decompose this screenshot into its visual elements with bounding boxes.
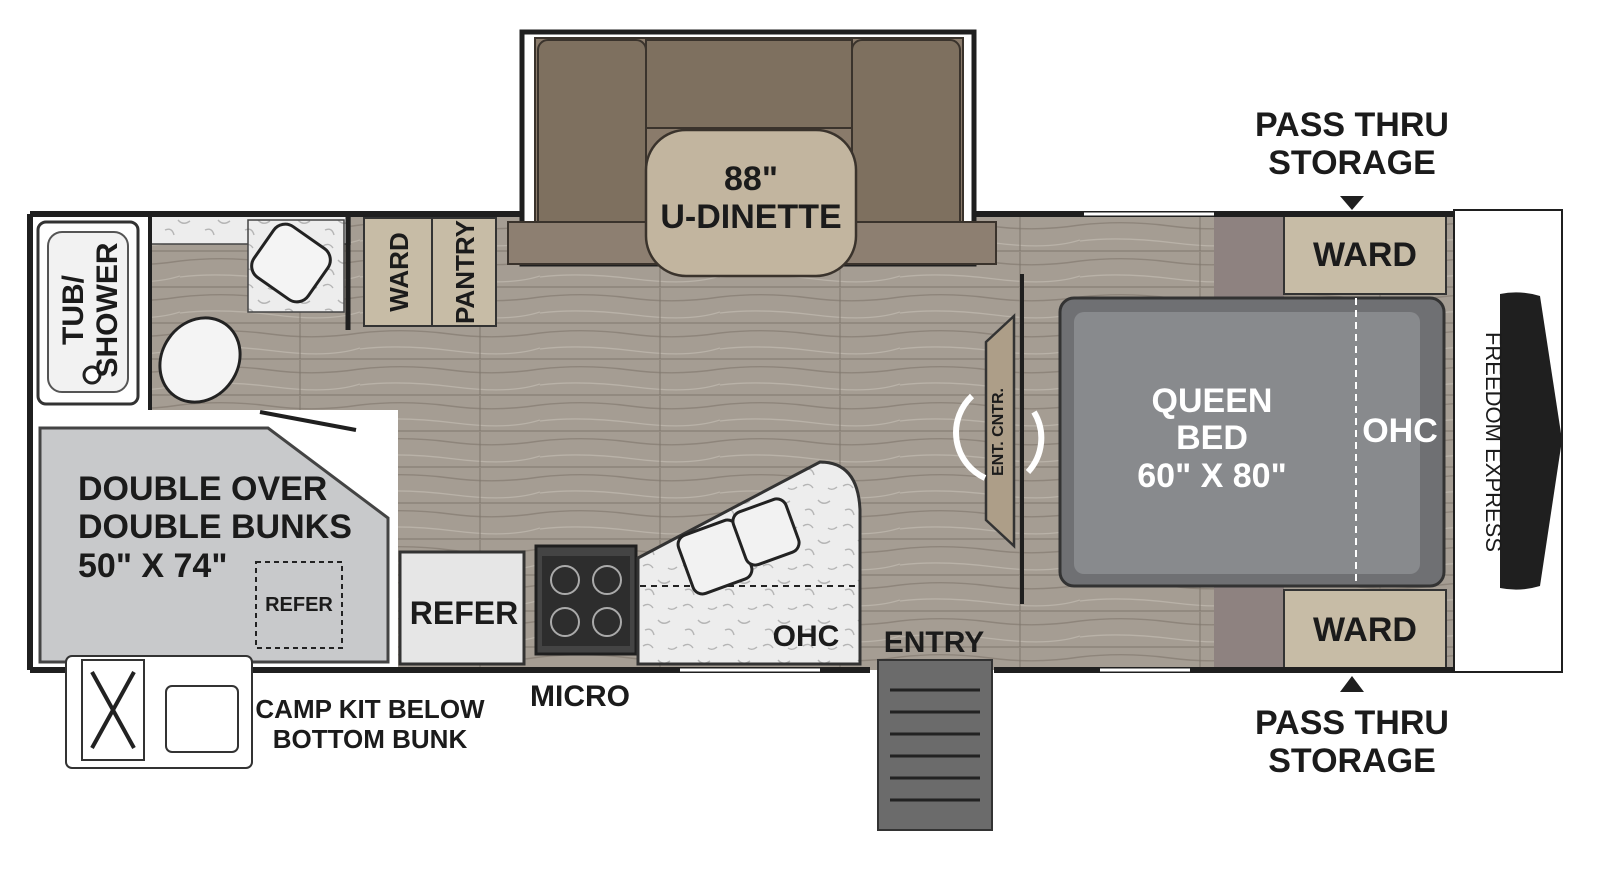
pass-thru-bottom-label-1: PASS THRU bbox=[1255, 704, 1449, 742]
refer-outline-label: REFER bbox=[265, 594, 333, 616]
bed-ohc-label: OHC bbox=[1362, 412, 1438, 450]
brand-label: FREEDOM EXPRESS bbox=[1481, 332, 1506, 552]
camp-kit-label-1: CAMP KIT BELOW bbox=[255, 694, 485, 724]
camp-sink bbox=[165, 685, 239, 753]
entertainment-center bbox=[984, 313, 1016, 549]
ent-cntr-label: ENT. CNTR. bbox=[990, 388, 1007, 476]
ward-top-label: WARD bbox=[1313, 236, 1417, 274]
kitchen-sink-right bbox=[731, 497, 801, 567]
bunks bbox=[30, 410, 398, 668]
swivel-arrow-icon bbox=[953, 393, 1045, 481]
bath-ward-cabinet bbox=[363, 217, 433, 327]
dinette-label: U-DINETTE bbox=[660, 198, 841, 236]
dinette-slide bbox=[507, 29, 997, 278]
ward-bottom-label: WARD bbox=[1313, 611, 1417, 649]
bunks-label-1: DOUBLE OVER bbox=[78, 470, 327, 508]
bathroom bbox=[30, 213, 351, 412]
pass-thru-bottom-label-2: STORAGE bbox=[1268, 742, 1436, 780]
pantry-label: PANTRY bbox=[450, 220, 480, 324]
bunks-label-2: DOUBLE BUNKS bbox=[78, 508, 352, 546]
bunks-label-3: 50" X 74" bbox=[78, 547, 227, 585]
pass-thru-top-arrow-icon bbox=[1340, 196, 1364, 210]
kitchen-ohc-label: OHC bbox=[773, 620, 840, 653]
tub-shower-label-2: SHOWER bbox=[91, 242, 124, 377]
micro-label: MICRO bbox=[530, 680, 630, 713]
pantry-cabinet bbox=[431, 217, 497, 327]
stove bbox=[534, 544, 638, 656]
entry-label: ENTRY bbox=[884, 626, 985, 659]
bath-ward-label: WARD bbox=[384, 232, 414, 311]
tub-shower-label-1: TUB/ bbox=[57, 274, 90, 345]
camp-kit-label-2: BOTTOM BUNK bbox=[273, 724, 468, 754]
front-cap bbox=[1453, 209, 1563, 673]
refrigerator bbox=[398, 550, 526, 666]
ward-bottom bbox=[1283, 589, 1447, 669]
dinette-table bbox=[644, 128, 858, 278]
bed-label-1: QUEEN bbox=[1152, 382, 1273, 420]
bath-sink bbox=[250, 222, 332, 304]
queen-bed bbox=[1058, 296, 1446, 588]
pass-thru-top-label-2: STORAGE bbox=[1268, 144, 1436, 182]
refer-outline bbox=[255, 561, 343, 649]
pass-thru-bottom-arrow-icon bbox=[1340, 676, 1364, 692]
entry-steps[interactable] bbox=[877, 659, 993, 831]
toilet bbox=[158, 316, 242, 404]
refer-label: REFER bbox=[410, 595, 518, 631]
bed-label-3: 60" X 80" bbox=[1137, 457, 1286, 495]
camp-stove-burners-icon bbox=[90, 671, 136, 749]
pass-thru-top-label-1: PASS THRU bbox=[1255, 106, 1449, 144]
dinette-label-size: 88" bbox=[724, 160, 778, 198]
bed-label-2: BED bbox=[1176, 419, 1248, 457]
